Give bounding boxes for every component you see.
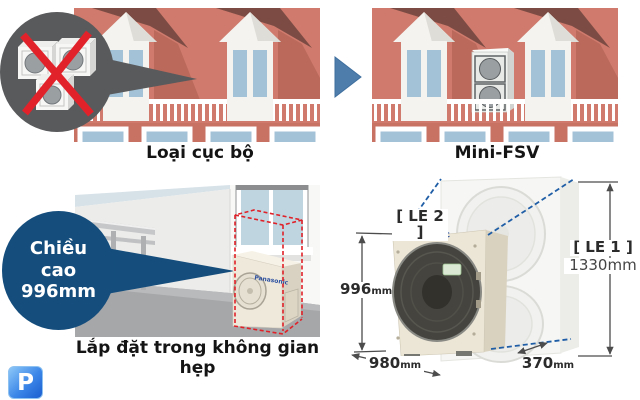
height-callout-bubble: Chiều cao 996mm — [2, 211, 115, 330]
callout-tail — [90, 245, 235, 297]
clearance-dashed-box — [233, 209, 303, 335]
eco-badge — [442, 263, 462, 276]
window — [231, 185, 313, 261]
le1-height-label: 1330mm — [564, 257, 640, 274]
le2-label: [ LE 2 ] — [392, 208, 448, 241]
dormer-left — [393, 12, 455, 121]
outdoor-unit: Panasonic — [232, 251, 301, 329]
bottom-windows — [375, 126, 618, 142]
bubble-line-1: Chiều — [29, 237, 88, 259]
compact-unit: Panasonic — [392, 229, 508, 359]
height-dimension-label: 996mm — [340, 280, 392, 298]
no-multi-units-bubble — [0, 12, 197, 132]
house-after-illustration — [372, 8, 618, 142]
after-caption: Mini-FSV — [454, 143, 540, 163]
p-logo-letter: P — [17, 369, 34, 396]
bubble-line-2: cao — [40, 259, 77, 281]
height-value: 996 — [340, 280, 372, 298]
balcony-scene-illustration: Panasonic — [75, 185, 320, 337]
width-dimension-label: 980mm — [366, 354, 424, 372]
depth-unit: mm — [553, 360, 575, 371]
height-unit: mm — [371, 286, 393, 297]
depth-value: 370 — [521, 354, 554, 372]
width-unit: mm — [400, 360, 422, 371]
width-value: 980 — [368, 354, 401, 372]
cross-icon — [20, 30, 94, 117]
dormer-right — [517, 12, 579, 121]
depth-dimension-label: 370mm — [518, 354, 578, 372]
before-caption: Loại cục bộ — [146, 143, 254, 163]
bottom-windows — [77, 126, 320, 142]
installation-caption: Lắp đặt trong không gian hẹp — [75, 338, 320, 378]
bubble-line-3: 996mm — [20, 281, 97, 303]
p-logo: P — [8, 366, 43, 399]
le1-label: [ LE 1 ] — [570, 239, 636, 256]
transition-arrow-icon — [334, 55, 362, 99]
dormer-right — [219, 12, 281, 121]
